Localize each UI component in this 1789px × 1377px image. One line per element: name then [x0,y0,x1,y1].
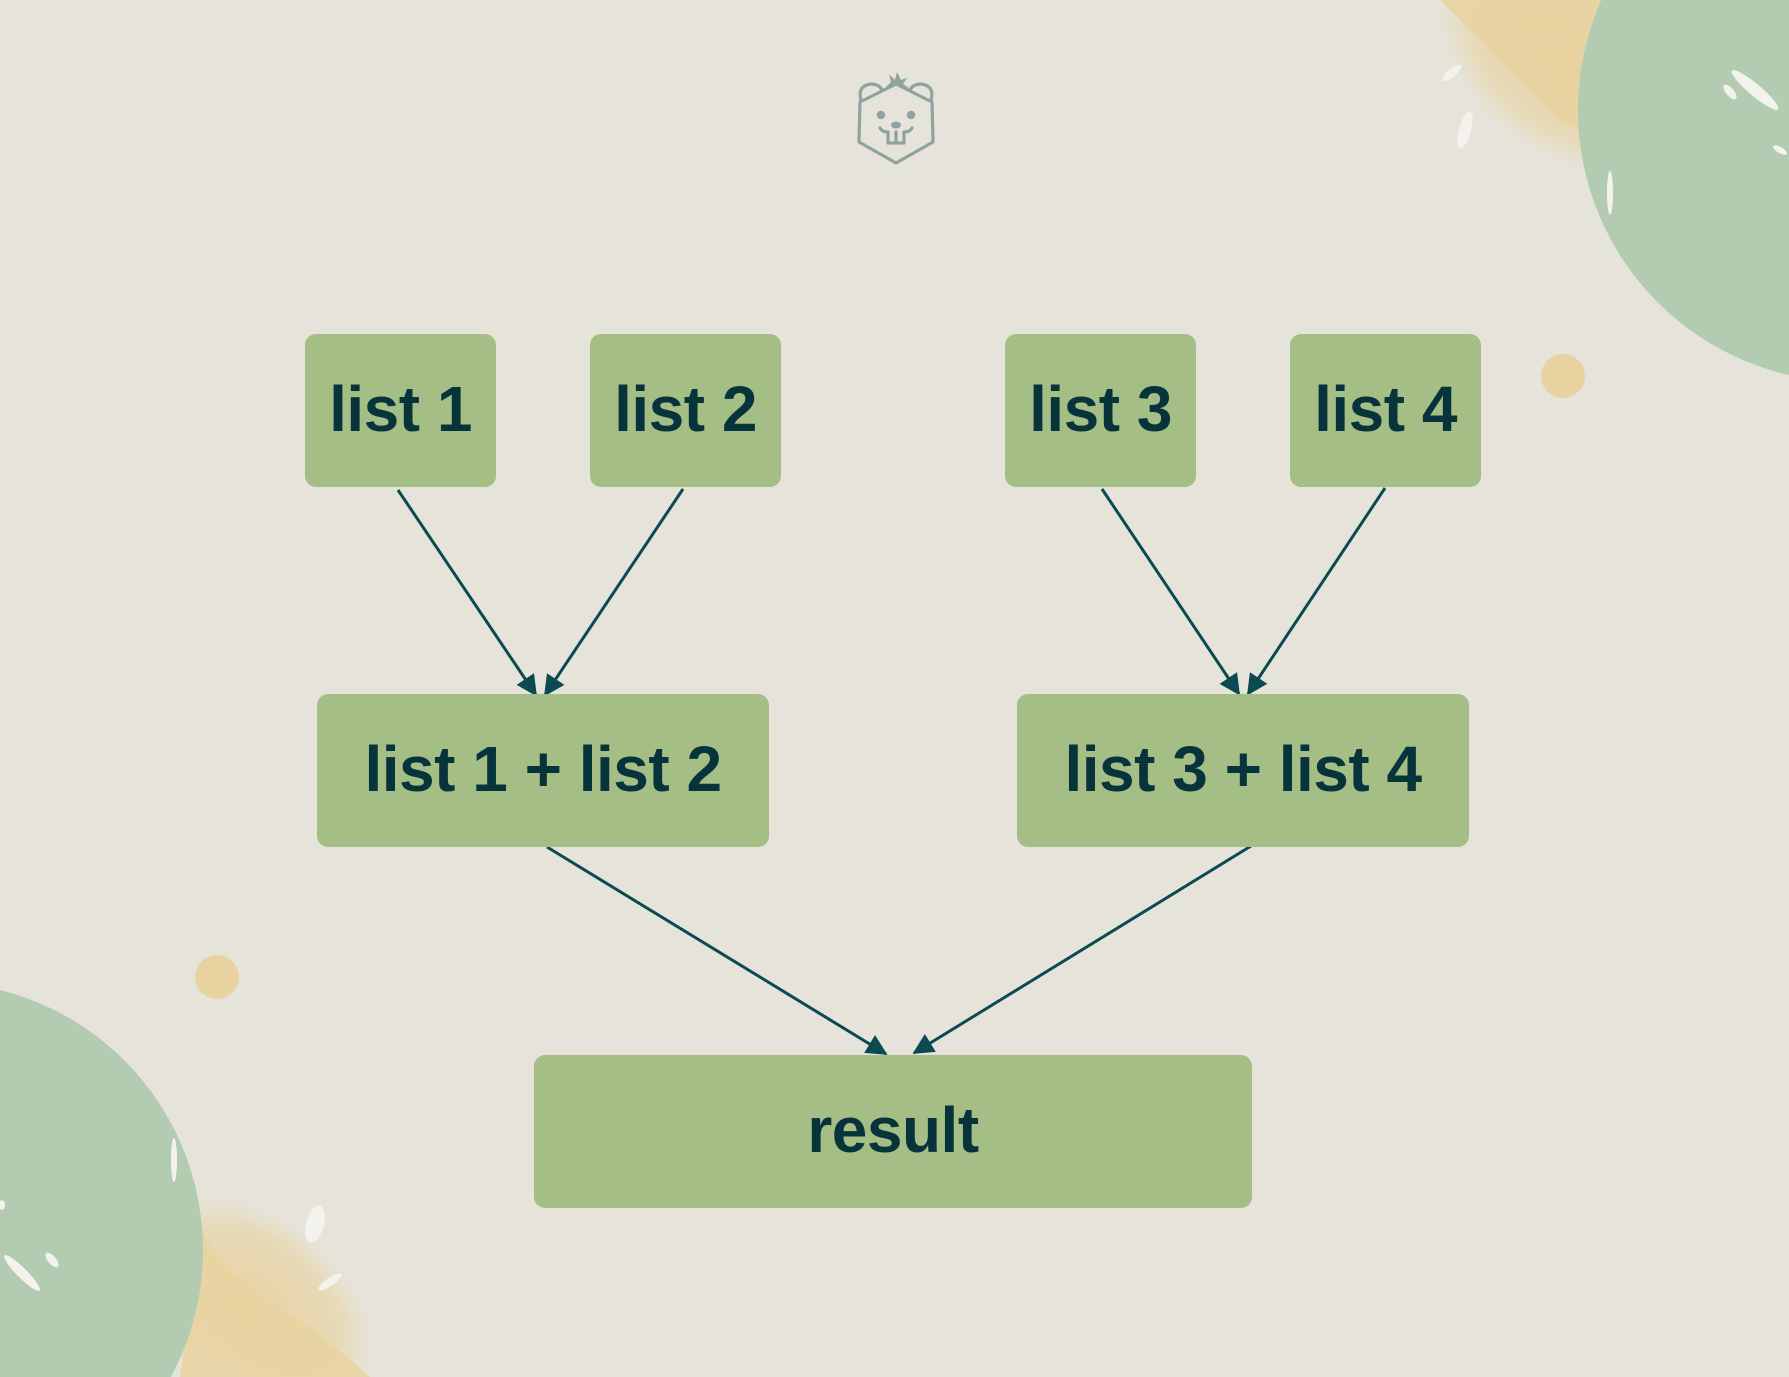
node-label: list 1 [329,372,472,445]
node-result: result [534,1055,1252,1208]
node-label: list 4 [1314,372,1457,445]
node-label: list 1 + list 2 [364,732,722,805]
node-list-1: list 1 [305,334,496,487]
node-label: result [807,1093,979,1166]
node-merge-list-1-2: list 1 + list 2 [317,694,769,847]
beaver-face-icon [857,72,935,165]
top-right-green-circle [1578,0,1789,376]
node-merge-list-3-4: list 3 + list 4 [1017,694,1469,847]
bottom-left-yellow-splash [147,1196,373,1377]
top-right-yellow-dot [1541,354,1585,398]
node-list-3: list 3 [1005,334,1196,487]
node-list-2: list 2 [590,334,781,487]
node-label: list 3 + list 4 [1064,732,1422,805]
node-label: list 2 [614,372,757,445]
node-list-4: list 4 [1290,334,1481,487]
bottom-left-yellow-dot [195,955,239,999]
top-right-highlights [1442,64,1788,215]
bottom-left-highlights [0,1138,342,1292]
bottom-left-green-circle [0,990,203,1377]
node-label: list 3 [1029,372,1172,445]
